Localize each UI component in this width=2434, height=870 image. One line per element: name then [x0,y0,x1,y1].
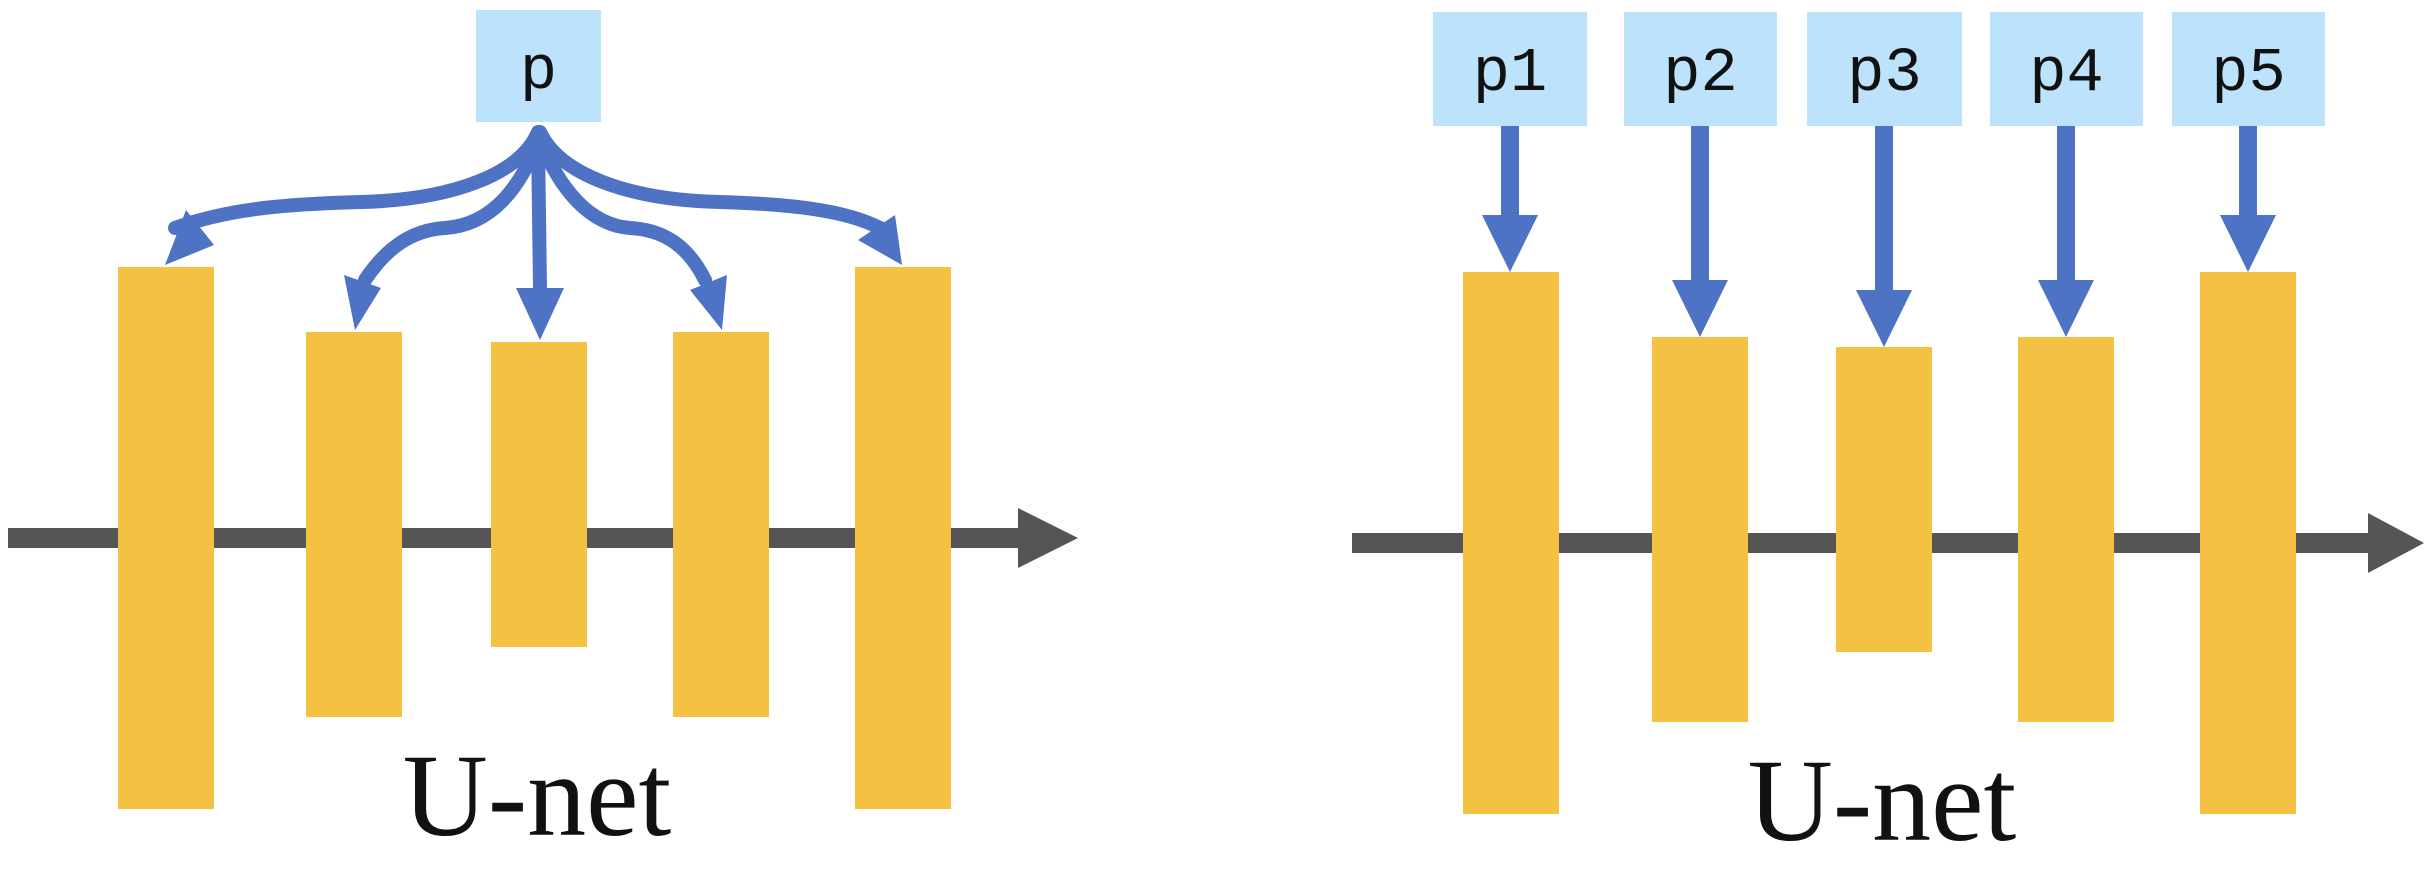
arrowhead-p2 [1672,280,1728,337]
arrow-to-block-1 [168,125,545,235]
left-panel: p U-net [8,10,1078,861]
left-block-3 [491,342,587,647]
arrow-to-block-3 [531,133,547,295]
arrowhead-block-4 [690,275,727,330]
arrow-to-block-4 [533,133,712,287]
right-caption: U-net [1748,735,2017,866]
right-block-3 [1836,347,1932,652]
arrowhead-p4 [2038,280,2094,337]
param-box-p5: p5 [2172,12,2325,126]
shared-param-arrows [168,125,887,295]
param-label-p1: p1 [1473,38,1547,109]
shared-param-arrowheads [165,210,902,340]
arrow-to-block-5 [533,125,887,235]
right-block-4 [2018,337,2114,722]
right-block-1 [1463,272,1559,814]
left-caption: U-net [403,730,672,861]
right-panel: p1 p2 p3 p4 p5 [1352,12,2424,866]
param-box-p1: p1 [1433,12,1587,126]
param-label-p4: p4 [2029,38,2103,109]
right-block-2 [1652,337,1748,722]
left-block-4 [673,332,769,717]
param-box-p4: p4 [1990,12,2143,126]
arrowhead-block-1 [165,210,214,265]
param-label-p2: p2 [1663,38,1737,109]
arrowhead-p3 [1856,290,1912,347]
right-block-5 [2200,272,2296,814]
param-label-p3: p3 [1847,38,1921,109]
arrow-to-block-2 [358,133,545,287]
arrowhead-block-5 [858,215,902,265]
left-block-1 [118,267,214,809]
arrowhead-block-3 [516,288,564,340]
arrowhead-p5 [2220,215,2276,272]
arrowhead-block-2 [344,275,381,330]
param-box-p3: p3 [1807,12,1962,126]
param-arrowheads [1482,215,2276,347]
left-block-5 [855,267,951,809]
arrowhead-p1 [1482,215,1538,272]
shared-param-box [476,10,601,122]
param-label-p5: p5 [2211,38,2285,109]
param-box-p2: p2 [1624,12,1777,126]
left-block-2 [306,332,402,717]
param-arrows [1501,126,2257,295]
shared-param-label: p [520,36,557,107]
